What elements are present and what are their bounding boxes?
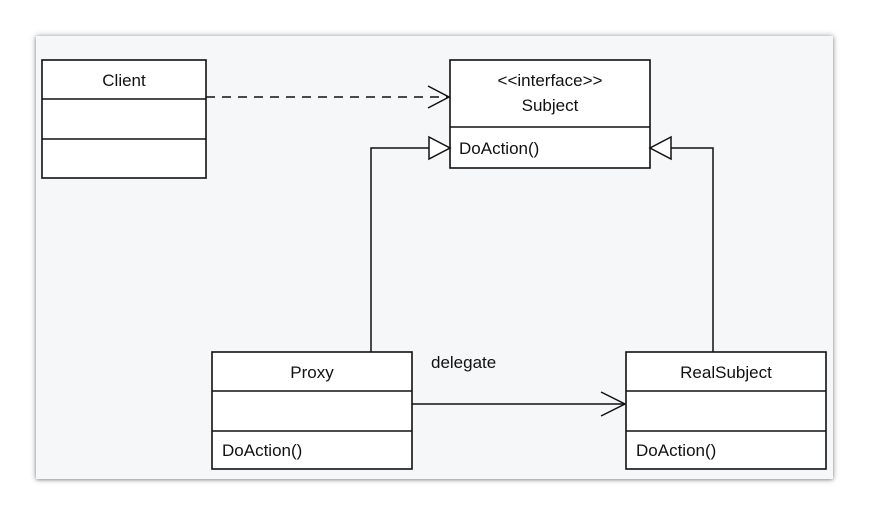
realization-line-proxy [370,147,429,352]
proxy-method: DoAction() [222,441,302,460]
realization-real-subject-subject [648,135,714,352]
open-arrowhead-icon [600,391,627,417]
hollow-triangle-icon [648,135,672,161]
subject-name: Subject [522,96,579,115]
delegate-label: delegate [431,353,496,372]
subject-method: DoAction() [459,139,539,158]
real-subject-method: DoAction() [636,441,716,460]
open-arrowhead-icon [427,85,451,109]
real-subject-box [625,351,827,470]
client-box [41,59,207,179]
hollow-triangle-icon [428,135,452,161]
subject-stereotype: <<interface>> [498,71,603,90]
class-client[interactable]: Client [41,59,207,179]
class-subject[interactable]: <<interface>> Subject DoAction() [449,59,651,169]
real-subject-name: RealSubject [680,363,772,382]
class-real-subject[interactable]: RealSubject DoAction() [625,351,827,470]
proxy-name: Proxy [290,363,334,382]
proxy-box [211,351,413,470]
dependency-client-subject [206,85,451,109]
realization-proxy-subject [370,135,452,352]
class-proxy[interactable]: Proxy DoAction() [211,351,413,470]
subject-box [449,59,651,169]
association-delegate: delegate [412,353,627,417]
realization-line-real-subject [671,147,714,352]
client-name: Client [102,71,146,90]
